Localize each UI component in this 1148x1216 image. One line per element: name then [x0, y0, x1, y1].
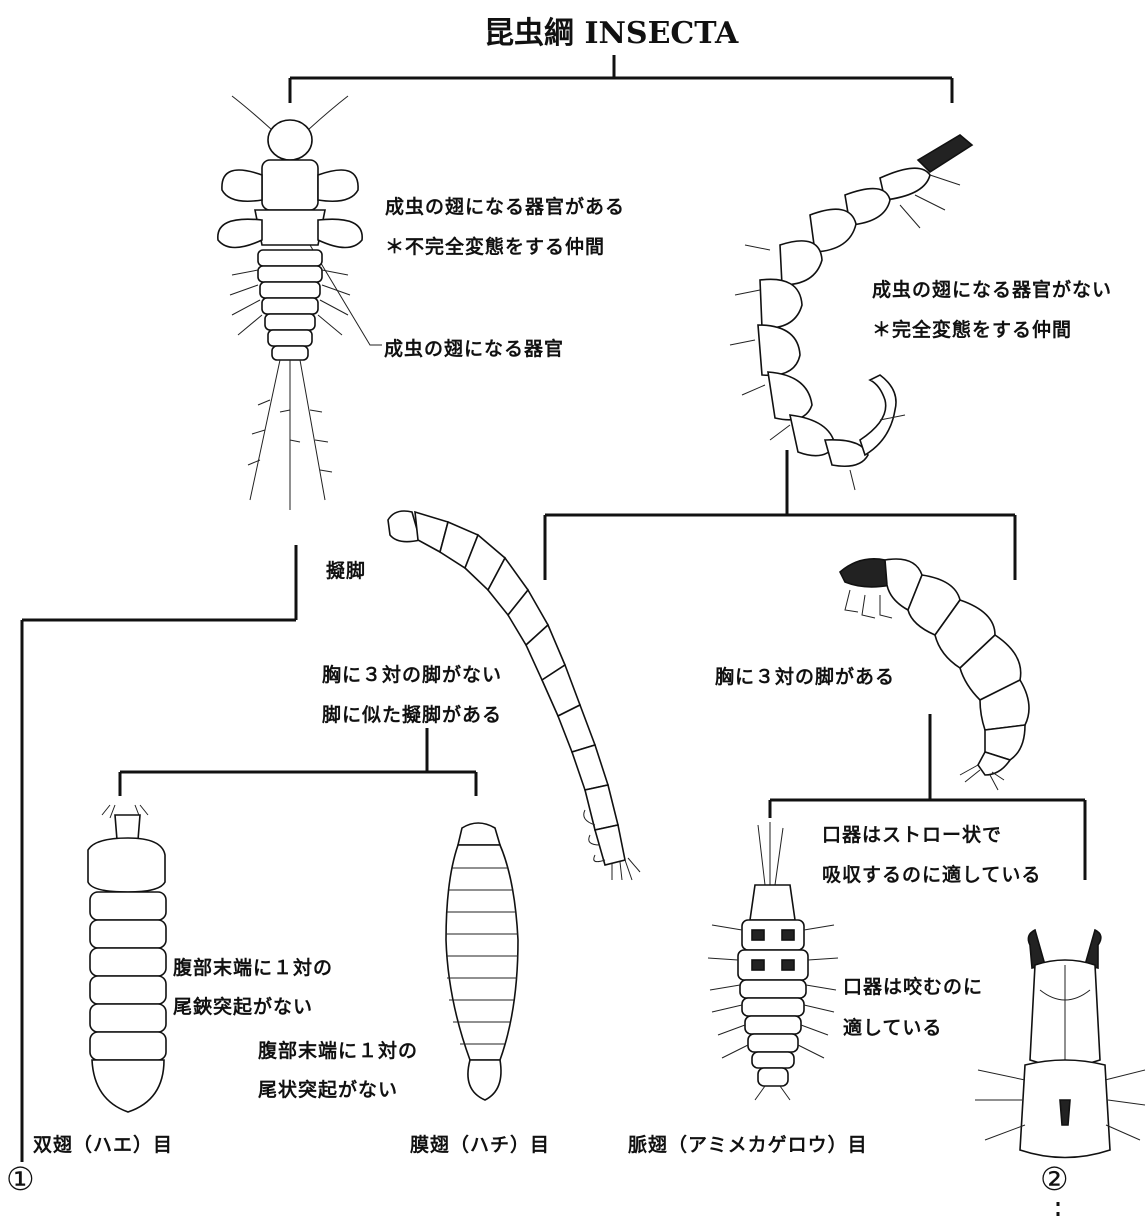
bee-larva-illustration [446, 823, 518, 1100]
has-prolegs-label: 脚に似た擬脚がある [322, 700, 502, 727]
order-neuroptera-label: 脈翅（アミメカゲロウ）目 [628, 1130, 868, 1157]
branch-marker-2: ② [1040, 1160, 1069, 1198]
incomplete-metamorphosis-label: ＊不完全変態をする仲間 [385, 232, 605, 259]
no-tail-projections-line2: 尾状突起がない [258, 1075, 398, 1102]
lacewing-larva-illustration [708, 822, 838, 1100]
wing-organ-pointer-label: 成虫の翅になる器官 [384, 334, 564, 361]
straw-mouth-line1: 口器はストロー状で [822, 820, 1002, 847]
has-three-legs-label: 胸に３対の脚がある [715, 662, 895, 689]
chewing-mouth-line2: 適している [843, 1013, 942, 1040]
order-hymenoptera-label: 膜翅（ハチ）目 [410, 1130, 550, 1157]
nymph-illustration [218, 96, 362, 510]
slender-larva-illustration [388, 511, 640, 880]
no-tail-processes-line2: 尾鋏突起がない [173, 992, 313, 1019]
wing-organ-present-label: 成虫の翅になる器官がある [385, 192, 625, 219]
tree-lines [22, 55, 1085, 1216]
straw-mouth-line2: 吸収するのに適している [822, 860, 1041, 887]
fly-larva-illustration [88, 805, 166, 1112]
no-tail-projections-line1: 腹部末端に１対の [258, 1036, 418, 1063]
prolegs-label: 擬脚 [326, 556, 366, 583]
chewing-mouth-line1: 口器は咬むのに [843, 972, 983, 999]
page-title: 昆虫綱 INSECTA [484, 8, 738, 52]
complete-metamorphosis-label: ＊完全変態をする仲間 [872, 315, 1072, 342]
branch-marker-1: ① [6, 1160, 35, 1198]
no-tail-processes-line1: 腹部末端に１対の [173, 953, 333, 980]
no-three-legs-label: 胸に３対の脚がない [322, 660, 502, 687]
chewing-larva-illustration [975, 930, 1145, 1158]
order-diptera-label: 双翅（ハエ）目 [33, 1130, 173, 1157]
curved-larva-illustration [730, 135, 972, 490]
wing-organ-absent-label: 成虫の翅になる器官がない [872, 275, 1112, 302]
